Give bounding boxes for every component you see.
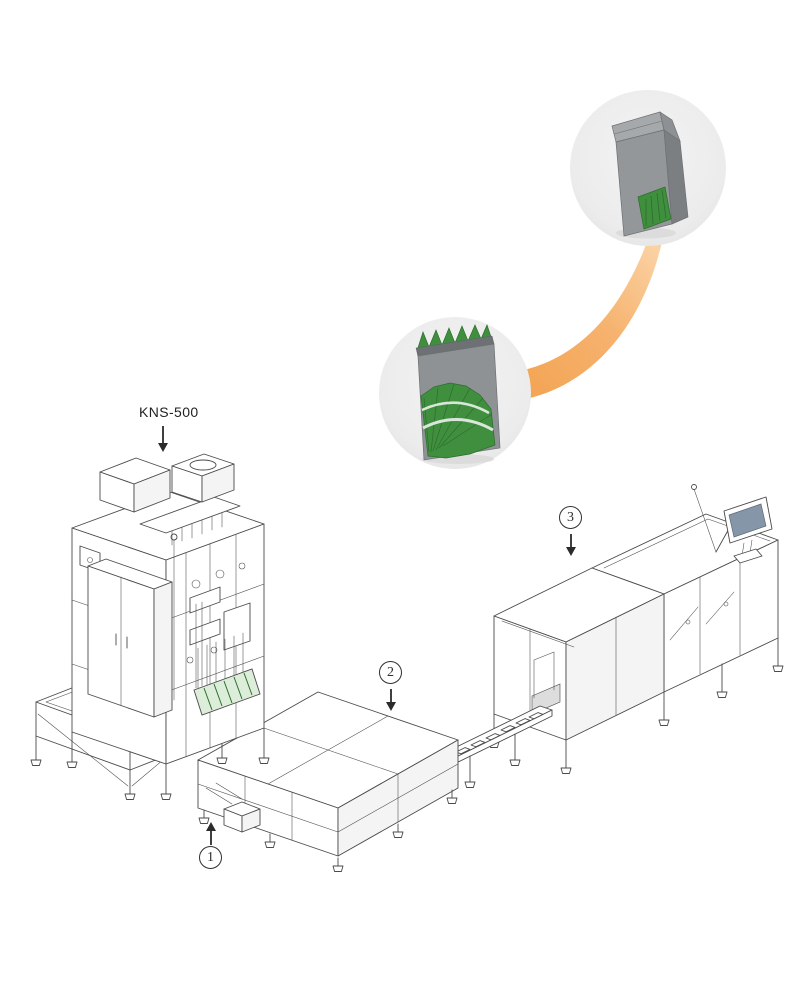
sample-outfeed-box [205, 782, 261, 833]
stickpack-outfeed-chute [193, 668, 261, 716]
machine-model-label: KNS-500 [139, 404, 199, 420]
hmi-monitor [691, 484, 773, 564]
infeed-conveyor [435, 705, 553, 788]
step-3-marker: 3 [559, 506, 582, 529]
step-1-number: 1 [207, 849, 214, 865]
pouch-packing-machine [488, 484, 784, 774]
step-1-arrow-up-icon [206, 822, 216, 845]
closed-pouch-inset [570, 90, 726, 246]
electrical-cabinet [87, 558, 173, 718]
step-1-marker: 1 [199, 846, 222, 869]
stick-pack-bundles [455, 712, 544, 755]
dosing-head [139, 496, 241, 546]
top-hopper-right [171, 453, 235, 503]
open-pouch-inset [379, 317, 531, 469]
step-3-arrow-down-icon [566, 534, 576, 556]
step-2-number: 2 [387, 664, 394, 680]
step-2-arrow-down-icon [386, 689, 396, 711]
step-3-number: 3 [567, 509, 574, 525]
closed-pouch-illustration [611, 111, 689, 239]
stick-pack-machine [30, 453, 270, 800]
top-hopper-left [99, 457, 171, 513]
open-pouch-illustration [415, 324, 501, 464]
monitor-screen [728, 503, 767, 538]
machine-front-module [488, 567, 670, 774]
model-arrow-down-icon [158, 426, 168, 452]
step-2-marker: 2 [379, 661, 402, 684]
transfer-table [197, 691, 459, 872]
